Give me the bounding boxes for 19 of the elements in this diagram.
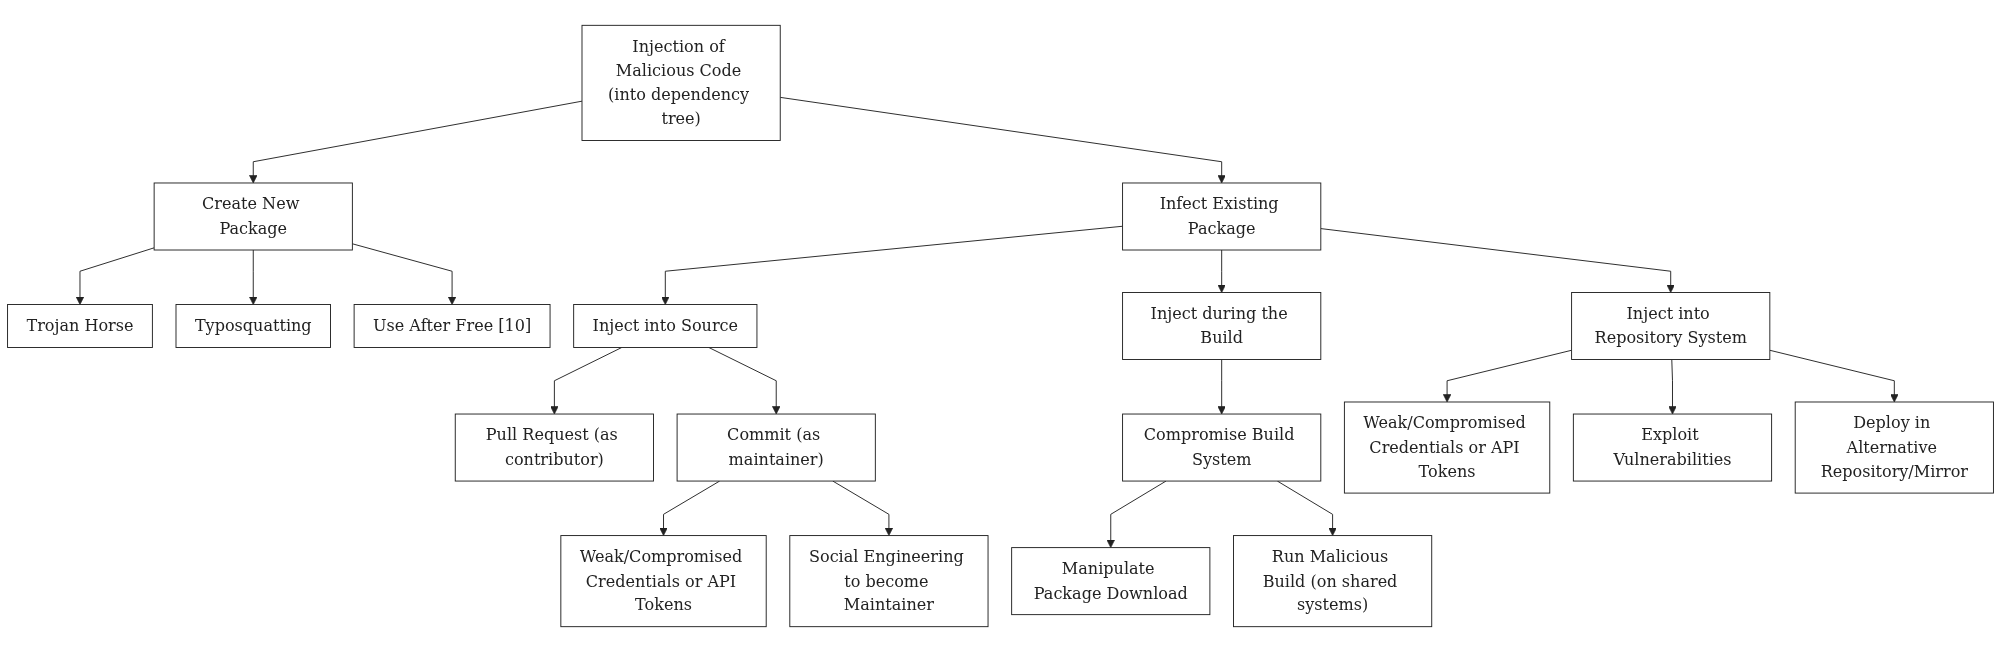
node-box: Injection of Malicious Code (into dependency tree) [581,24,781,141]
node-box: Inject into Repository System [1571,292,1771,360]
node-box: Compromise Build System [1122,413,1322,482]
node-box: Weak/Compromised Credentials or API Tokens [1343,401,1551,494]
node-box: Create New Package [153,182,353,251]
node-box: Manipulate Package Download [1011,547,1211,616]
node-box: Exploit Vulnerabilities [1572,413,1773,482]
node-box: Inject into Source [573,304,758,348]
node-box: Commit (as maintainer) [676,413,876,482]
node-box: Weak/Compromised Credentials or API Tokens [560,535,767,628]
node-box: Infect Existing Package [1122,182,1322,251]
node-box: Use After Free [10] [353,304,551,348]
node-box: Social Engineering to become Maintainer [789,535,989,628]
node-box: Trojan Horse [7,304,153,348]
node-box: Run Malicious Build (on shared systems) [1233,535,1433,628]
node-box: Pull Request (as contributor) [454,413,654,482]
node-box: Deploy in Alternative Repository/Mirror [1794,401,1994,494]
node-box: Inject during the Build [1122,292,1322,360]
node-box: Typosquatting [175,304,331,348]
